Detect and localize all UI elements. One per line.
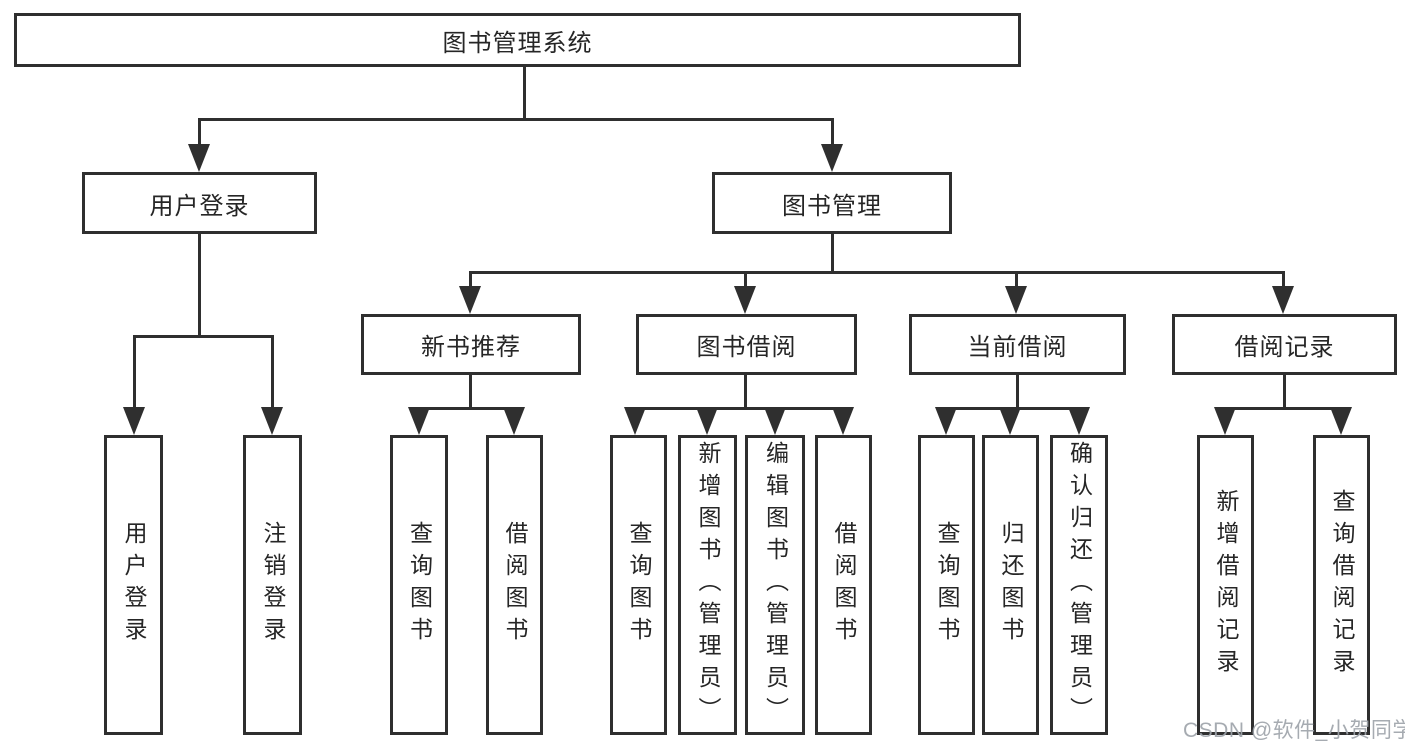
leaf-label: 查询图书 <box>406 521 433 649</box>
node-book-borrow: 图书借阅 <box>636 314 857 375</box>
leaf-cb-confirm-return-admin: 确认归还（管理员） <box>1050 435 1108 735</box>
arrow-down-user-login <box>188 144 210 172</box>
node-user-login: 用户登录 <box>82 172 317 234</box>
arrow-down-current <box>1005 286 1027 314</box>
leaf-nb-borrow-book: 借阅图书 <box>486 435 543 735</box>
leaf-br-add-record: 新增借阅记录 <box>1197 435 1254 735</box>
leaf-label: 借阅图书 <box>502 521 528 649</box>
csdn-watermark: CSDN @软件_小贺同学 <box>1183 719 1405 742</box>
node-current-borrow: 当前借阅 <box>909 314 1126 375</box>
leaf-label: 用户登录 <box>121 521 147 649</box>
node-library-management-system: 图书管理系统 <box>14 13 1021 67</box>
connector-login-stem <box>198 234 201 338</box>
leaf-cb-query-book: 查询图书 <box>918 435 975 735</box>
leaf-label: 新增借阅记录 <box>1213 489 1239 681</box>
arrow-down-login-leaf <box>123 407 145 435</box>
node-label: 图书借阅 <box>696 334 797 361</box>
arrow-down-bb-query <box>624 407 646 435</box>
connector-login-child1-stem <box>133 335 136 409</box>
connector-records-stem <box>1282 271 1285 288</box>
leaf-user-login: 用户登录 <box>104 435 163 735</box>
connector-mgmt-stem <box>831 234 834 274</box>
connector-borrow-hline <box>635 407 846 410</box>
connector-login-child2-stem <box>271 335 274 409</box>
arrow-down-bb-edit <box>764 407 786 435</box>
arrow-down-cb-confirm <box>1068 407 1090 435</box>
connector-records-hline <box>1224 407 1344 410</box>
connector-newbook-hline <box>417 407 518 410</box>
connector-mgmt-hline <box>469 271 1285 274</box>
connector-current-down <box>1016 375 1019 410</box>
connector-root-hline <box>198 118 834 121</box>
arrow-down-borrow <box>734 286 756 314</box>
node-label: 用户登录 <box>149 192 250 220</box>
leaf-bb-edit-book-admin: 编辑图书（管理员） <box>745 435 805 735</box>
node-borrow-records: 借阅记录 <box>1172 314 1397 375</box>
node-new-book-recommend: 新书推荐 <box>361 314 581 375</box>
arrow-down-logout-leaf <box>261 407 283 435</box>
connector-user-login-stem <box>198 118 201 146</box>
arrow-down-nb-borrow <box>503 407 525 435</box>
node-label: 借阅记录 <box>1234 334 1335 361</box>
leaf-label: 确认归还（管理员） <box>1066 441 1093 729</box>
arrow-down-book-management <box>821 144 843 172</box>
arrow-down-cb-query <box>935 407 957 435</box>
connector-records-down <box>1283 375 1286 410</box>
leaf-label: 新增图书（管理员） <box>695 441 721 729</box>
leaf-label: 查询借阅记录 <box>1329 489 1355 681</box>
leaf-bb-add-book-admin: 新增图书（管理员） <box>678 435 737 735</box>
arrow-down-cb-return <box>999 407 1021 435</box>
arrow-down-records <box>1272 286 1294 314</box>
connector-newbook-stem <box>469 271 472 288</box>
leaf-br-query-record: 查询借阅记录 <box>1313 435 1370 735</box>
leaf-bb-query-book: 查询图书 <box>610 435 667 735</box>
arrow-down-br-query <box>1330 407 1352 435</box>
leaf-nb-query-book: 查询图书 <box>390 435 448 735</box>
node-label: 新书推荐 <box>421 334 521 361</box>
leaf-label: 归还图书 <box>998 521 1024 649</box>
leaf-label: 编辑图书（管理员） <box>762 441 789 729</box>
arrow-down-bb-borrow <box>832 407 854 435</box>
connector-borrow-down <box>744 375 747 410</box>
node-label: 当前借阅 <box>967 334 1068 361</box>
connector-book-management-stem <box>831 118 834 146</box>
arrow-down-newbook <box>459 286 481 314</box>
leaf-logout: 注销登录 <box>243 435 302 735</box>
node-book-management: 图书管理 <box>712 172 952 234</box>
leaf-cb-return-book: 归还图书 <box>982 435 1039 735</box>
arrow-down-nb-query <box>408 407 430 435</box>
leaf-label: 查询图书 <box>934 521 960 649</box>
leaf-label: 借阅图书 <box>831 521 857 649</box>
leaf-bb-borrow-book: 借阅图书 <box>815 435 872 735</box>
arrow-down-br-add <box>1214 407 1236 435</box>
leaf-label: 注销登录 <box>260 521 286 649</box>
connector-current-stem <box>1015 271 1018 288</box>
connector-login-hline <box>133 335 274 338</box>
connector-borrow-stem <box>744 271 747 288</box>
node-label: 图书管理 <box>782 192 882 220</box>
leaf-label: 查询图书 <box>626 521 652 649</box>
connector-newbook-down <box>469 375 472 410</box>
connector-root-stem <box>523 67 526 118</box>
arrow-down-bb-add <box>696 407 718 435</box>
node-label: 图书管理系统 <box>442 29 593 57</box>
